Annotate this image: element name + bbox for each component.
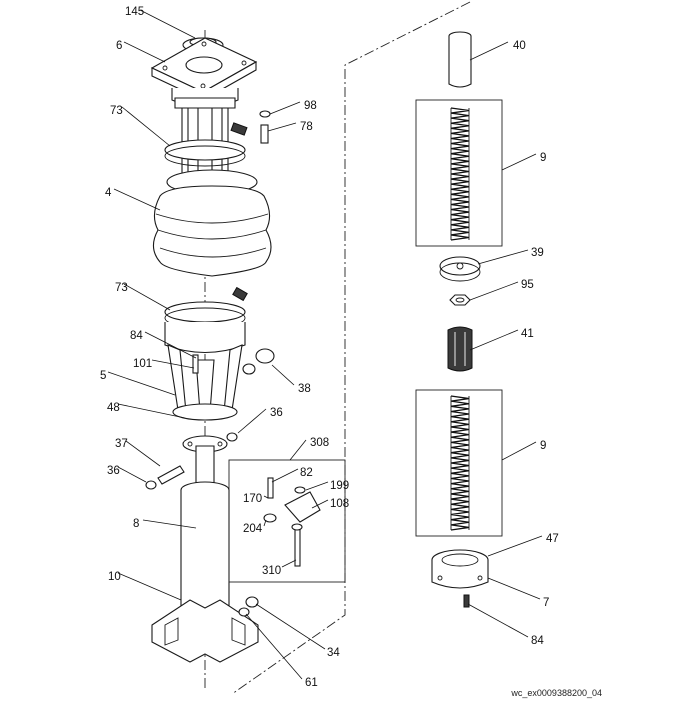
part-5-lower-frame [164,322,246,421]
part-95-nut [449,294,471,306]
part-36-bolt-left [145,480,157,490]
callout-c84a: 84 [130,330,143,342]
part-73-lower-clamp [164,286,248,329]
callout-c84b: 84 [531,635,544,647]
callout-c199: 199 [330,480,349,492]
part-38-plug [242,348,275,375]
part-37-pin [157,465,185,485]
callout-c95: 95 [521,279,534,291]
callout-c41: 41 [521,328,534,340]
callout-c145: 145 [125,6,144,18]
callout-c7: 7 [543,597,549,609]
callout-c108: 108 [330,498,349,510]
part-78-screw [260,124,269,144]
callout-c78: 78 [300,121,313,133]
callout-c36a: 36 [270,407,283,419]
figure-code: wc_ex0009388200_04 [511,688,602,698]
callout-c6: 6 [116,40,122,52]
callout-c36b: 36 [107,465,120,477]
part-4-bellows [152,169,272,277]
part-39-spring-plate [439,256,481,282]
callout-c40: 40 [513,40,526,52]
part-98-washer [259,110,271,118]
callout-c82: 82 [300,467,313,479]
part-9-spring-upper [450,107,470,241]
kit-308-box [228,459,346,583]
part-34-61-drain-plug [238,596,259,617]
spring-box-lower [415,389,503,537]
callout-c73a: 73 [110,105,123,117]
callout-c98: 98 [304,100,317,112]
part-40-sleeve [448,31,472,88]
callout-c9a: 9 [540,152,546,164]
kit-308-parts [263,477,321,567]
callout-c8: 8 [133,518,139,530]
part-10-base-tube [151,481,259,663]
section-divider [231,1,471,695]
part-41-guide [447,326,473,372]
callout-c39: 39 [531,247,544,259]
callout-c34: 34 [327,647,340,659]
callout-c101: 101 [133,358,152,370]
callout-c5: 5 [100,370,106,382]
callout-c9b: 9 [540,440,546,452]
callout-c37: 37 [115,438,128,450]
part-47-7-ring [431,549,489,589]
part-84-screw [463,594,470,608]
callout-c73b: 73 [115,282,128,294]
callout-c204: 204 [243,523,263,535]
part-36-bolt-right [226,432,238,442]
callout-c308: 308 [310,437,329,449]
spring-box-upper [415,99,503,247]
callout-c170: 170 [243,493,262,505]
callout-c47: 47 [546,533,559,545]
callout-c48: 48 [107,402,120,414]
leader-lines [107,9,543,680]
callout-c10: 10 [108,571,121,583]
callout-c4: 4 [105,187,112,199]
callout-c61: 61 [305,677,318,689]
part-9-spring-lower [450,395,470,531]
callout-c38: 38 [298,383,311,395]
part-73-upper-clamp [164,122,248,167]
callout-c310: 310 [262,565,281,577]
